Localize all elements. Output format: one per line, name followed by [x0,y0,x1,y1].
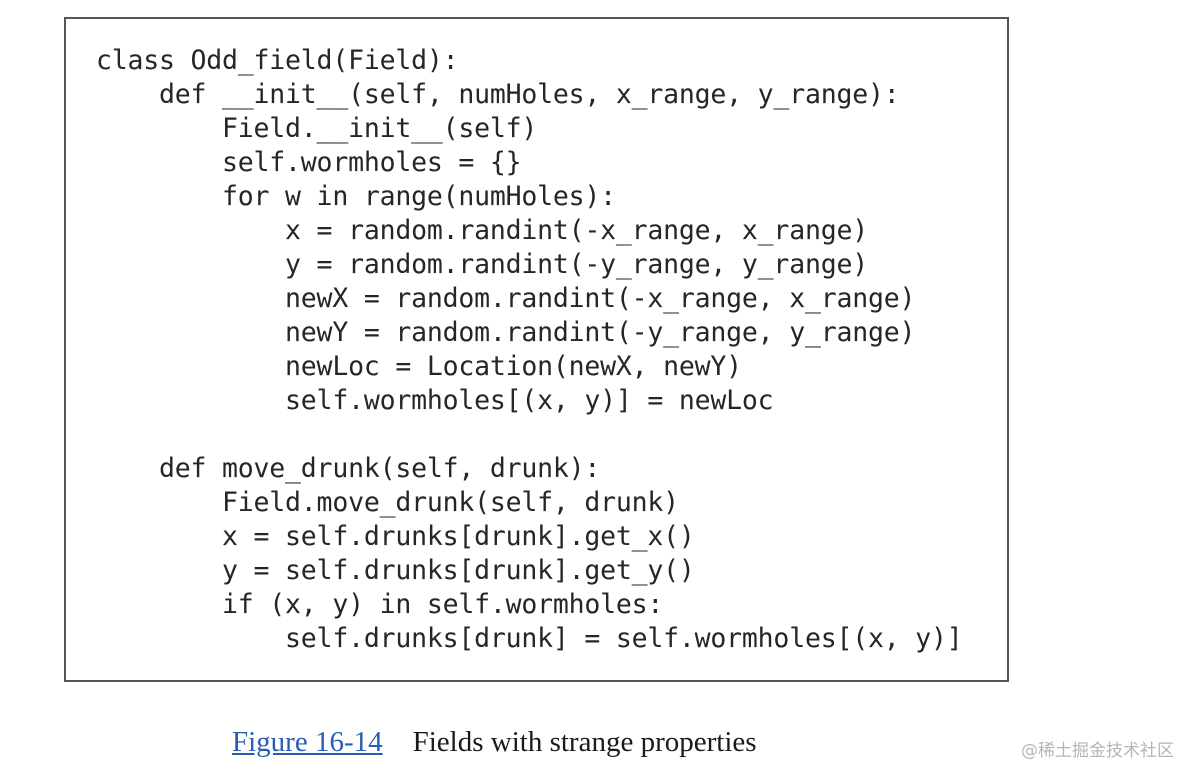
code-line: newX = random.randint(-x_range, x_range) [96,283,916,314]
code-line: x = random.randint(-x_range, x_range) [96,215,868,246]
code-line: newLoc = Location(newX, newY) [96,351,742,382]
figure-caption: Figure 16-14 Fields with strange properti… [232,722,757,762]
code-lines: class Odd_field(Field): def __init__(sel… [96,44,963,656]
code-listing-box: class Odd_field(Field): def __init__(sel… [64,17,1009,682]
code-line: for w in range(numHoles): [96,181,616,212]
code-line: if (x, y) in self.wormholes: [96,589,664,620]
code-line: self.drunks[drunk] = self.wormholes[(x, … [96,623,963,654]
code-line-blank [96,418,963,452]
code-line: Field.move_drunk(self, drunk) [96,487,679,518]
code-line: def __init__(self, numHoles, x_range, y_… [96,79,900,110]
code-line: x = self.drunks[drunk].get_x() [96,521,695,552]
caption-text: Fields with strange properties [412,726,757,758]
code-line: self.wormholes = {} [96,147,522,178]
code-line: newY = random.randint(-y_range, y_range) [96,317,916,348]
code-line: Field.__init__(self) [96,113,538,144]
watermark: @稀土掘金技术社区 [1021,741,1174,761]
code-line: self.wormholes[(x, y)] = newLoc [96,385,774,416]
code-line: y = self.drunks[drunk].get_y() [96,555,695,586]
code-line: def move_drunk(self, drunk): [96,453,601,484]
code-line: y = random.randint(-y_range, y_range) [96,249,868,280]
code-line: class Odd_field(Field): [96,45,459,76]
figure-link[interactable]: Figure 16-14 [232,726,383,758]
